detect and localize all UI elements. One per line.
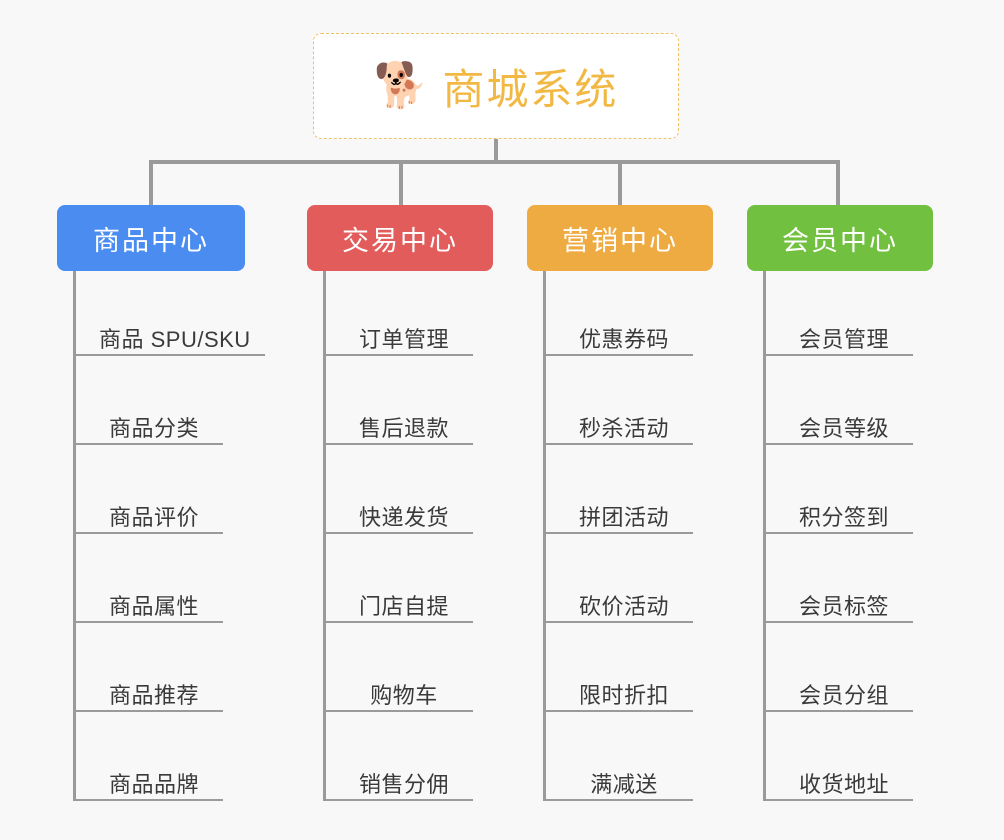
leaf-item-label: 购物车 <box>370 682 438 708</box>
connector-horizontal-bus <box>150 160 838 164</box>
branch-spine <box>543 271 546 801</box>
root-node-title: 商城系统 <box>442 65 619 113</box>
leaf-item-label: 销售分佣 <box>358 771 449 797</box>
leaf-item[interactable]: 会员等级 <box>763 399 913 445</box>
leaf-item-label: 商品属性 <box>108 593 199 619</box>
leaf-item[interactable]: 商品属性 <box>73 577 223 623</box>
shiba-dog-face-icon: 🐕 <box>373 61 429 110</box>
leaf-item[interactable]: 会员分组 <box>763 666 913 712</box>
branch-spine <box>763 271 766 801</box>
leaf-item[interactable]: 售后退款 <box>323 399 473 445</box>
leaf-item-label: 商品品牌 <box>108 771 199 797</box>
leaf-item[interactable]: 商品分类 <box>73 399 223 445</box>
leaf-item-label: 商品分类 <box>108 415 199 441</box>
branch-header-label: 会员中心 <box>782 225 898 256</box>
leaf-item-label: 优惠券码 <box>578 326 669 352</box>
leaf-item[interactable]: 优惠券码 <box>543 310 693 356</box>
connector-root-stem <box>494 139 498 164</box>
leaf-item[interactable]: 商品评价 <box>73 488 223 534</box>
leaf-item-label: 拼团活动 <box>578 504 669 530</box>
branch-spine <box>323 271 326 801</box>
leaf-item-label: 会员分组 <box>798 682 889 708</box>
leaf-item[interactable]: 快递发货 <box>323 488 473 534</box>
connector-drop-3 <box>618 160 622 206</box>
leaf-item-label: 商品推荐 <box>108 682 199 708</box>
leaf-item-label: 秒杀活动 <box>578 415 669 441</box>
leaf-item[interactable]: 商品品牌 <box>73 755 223 801</box>
leaf-item[interactable]: 销售分佣 <box>323 755 473 801</box>
branch-header-button[interactable]: 交易中心 <box>307 205 493 271</box>
leaf-item-label: 砍价活动 <box>578 593 669 619</box>
connector-drop-4 <box>836 160 840 206</box>
leaf-item[interactable]: 会员标签 <box>763 577 913 623</box>
leaf-item[interactable]: 积分签到 <box>763 488 913 534</box>
leaf-item[interactable]: 拼团活动 <box>543 488 693 534</box>
leaf-item-label: 积分签到 <box>798 504 889 530</box>
leaf-item[interactable]: 秒杀活动 <box>543 399 693 445</box>
leaf-item[interactable]: 购物车 <box>323 666 473 712</box>
leaf-item-label: 快递发货 <box>358 504 449 530</box>
leaf-item-label: 会员标签 <box>798 593 889 619</box>
leaf-item[interactable]: 商品推荐 <box>73 666 223 712</box>
leaf-item-label: 会员等级 <box>798 415 889 441</box>
leaf-item-label: 订单管理 <box>358 326 449 352</box>
connector-drop-2 <box>399 160 403 206</box>
leaf-item[interactable]: 商品 SPU/SKU <box>73 310 265 356</box>
leaf-item-label: 售后退款 <box>358 415 449 441</box>
leaf-item-label: 商品评价 <box>108 504 199 530</box>
leaf-item[interactable]: 限时折扣 <box>543 666 693 712</box>
leaf-item-label: 满减送 <box>590 771 658 797</box>
leaf-item[interactable]: 门店自提 <box>323 577 473 623</box>
branch-header-button[interactable]: 商品中心 <box>57 205 245 271</box>
leaf-item-label: 会员管理 <box>798 326 889 352</box>
leaf-item[interactable]: 收货地址 <box>763 755 913 801</box>
root-node-mall-system[interactable]: 🐕 商城系统 <box>313 33 679 139</box>
leaf-item[interactable]: 订单管理 <box>323 310 473 356</box>
leaf-item-label: 商品 SPU/SKU <box>99 326 251 352</box>
leaf-item[interactable]: 砍价活动 <box>543 577 693 623</box>
leaf-item[interactable]: 满减送 <box>543 755 693 801</box>
branch-header-button[interactable]: 营销中心 <box>527 205 713 271</box>
leaf-item[interactable]: 会员管理 <box>763 310 913 356</box>
leaf-item-label: 限时折扣 <box>578 682 669 708</box>
leaf-item-label: 收货地址 <box>798 771 889 797</box>
connector-drop-1 <box>149 160 153 206</box>
branch-header-label: 商品中心 <box>93 225 209 256</box>
branch-header-button[interactable]: 会员中心 <box>747 205 933 271</box>
leaf-item-label: 门店自提 <box>358 593 449 619</box>
branch-header-label: 营销中心 <box>562 225 678 256</box>
branch-spine <box>73 271 76 801</box>
branch-header-label: 交易中心 <box>342 225 458 256</box>
